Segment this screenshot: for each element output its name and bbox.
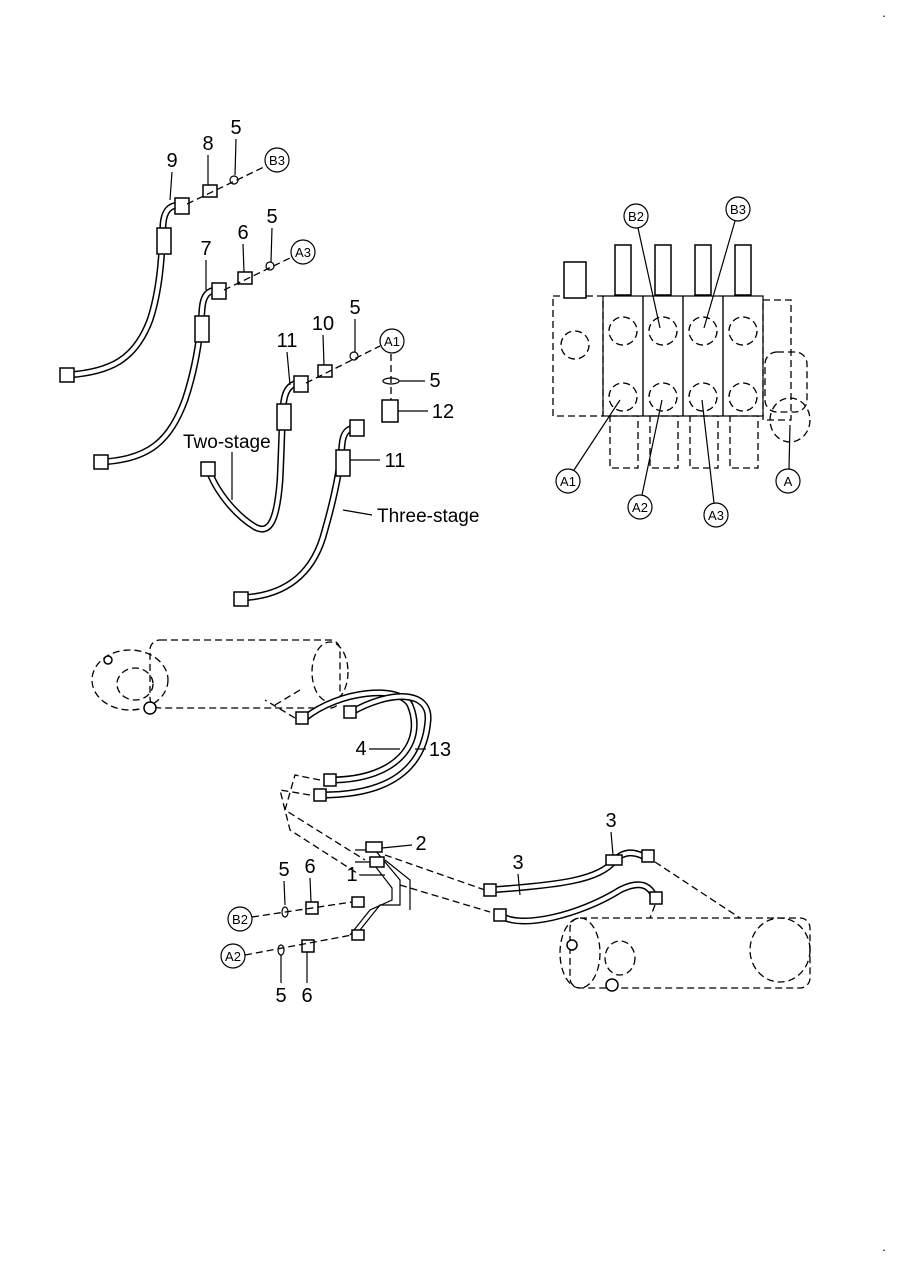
port-callout-a: A: [775, 424, 801, 494]
label-part-5: 5: [349, 297, 360, 319]
lower-cylinder: [559, 917, 811, 992]
svg-text:B2: B2: [232, 912, 248, 927]
hose-11-three-stage: [231, 354, 428, 607]
label-part-4: 4: [355, 738, 366, 760]
hose-11-two-stage: [200, 345, 381, 533]
oring-5: [277, 944, 285, 956]
fitting-6: [237, 271, 253, 285]
label-part-1: 1: [346, 864, 357, 886]
port-callout-b2: B2: [623, 203, 661, 329]
label-part-9: 9: [166, 150, 177, 172]
fitting-8: [202, 184, 218, 198]
label-part-3: 3: [512, 852, 523, 874]
label-part-12: 12: [432, 401, 454, 423]
port-callout-a3: A3: [701, 399, 729, 528]
svg-text:A2: A2: [225, 949, 241, 964]
corner-mark: ·: [882, 1242, 886, 1257]
pipes-1-2: [244, 841, 491, 956]
fitting-10: [317, 364, 333, 378]
port-callout-b2: B2: [227, 906, 253, 932]
label-part-6: 6: [304, 856, 315, 878]
hoses-4-13: [264, 689, 432, 876]
svg-text:B2: B2: [628, 209, 644, 224]
elbow-12: [381, 399, 399, 423]
label-part-5: 5: [230, 117, 241, 139]
caption-two-stage: Two-stage: [183, 432, 271, 453]
svg-text:A3: A3: [708, 508, 724, 523]
label-part-6: 6: [301, 985, 312, 1007]
port-callout-a1: A1: [379, 328, 405, 354]
label-part-2: 2: [415, 833, 426, 855]
label-part-5: 5: [275, 985, 286, 1007]
label-part-6: 6: [237, 222, 248, 244]
label-part-13: 13: [429, 739, 451, 761]
label-part-5: 5: [429, 370, 440, 392]
port-callout-a2: A2: [627, 399, 663, 520]
caption-three-stage: Three-stage: [377, 506, 479, 527]
label-part-10: 10: [312, 313, 334, 335]
upper-cylinder: [91, 639, 349, 715]
oring-5: [349, 351, 359, 361]
label-part-5: 5: [266, 206, 277, 228]
svg-text:A: A: [784, 474, 793, 489]
hose-7: [93, 257, 291, 470]
hoses-3: [483, 849, 741, 925]
port-callout-a3: A3: [290, 239, 316, 265]
svg-text:A1: A1: [384, 334, 400, 349]
port-callout-b3: B3: [703, 196, 751, 329]
label-part-11: 11: [277, 330, 298, 352]
label-part-11: 11: [385, 450, 406, 472]
label-part-5: 5: [278, 859, 289, 881]
corner-mark: ·: [882, 8, 886, 23]
label-part-8: 8: [202, 133, 213, 155]
label-part-3: 3: [605, 810, 616, 832]
port-callout-b3: B3: [264, 147, 290, 173]
hose-9: [59, 165, 267, 383]
control-valve: [552, 244, 811, 469]
port-callout-a2: A2: [220, 943, 246, 969]
port-callout-a1: A1: [555, 399, 621, 494]
svg-text:A3: A3: [295, 245, 311, 260]
svg-text:B3: B3: [269, 153, 285, 168]
svg-text:B3: B3: [730, 202, 746, 217]
svg-text:A1: A1: [560, 474, 576, 489]
svg-text:A2: A2: [632, 500, 648, 515]
label-part-7: 7: [200, 238, 211, 260]
fitting-2: [365, 841, 383, 853]
